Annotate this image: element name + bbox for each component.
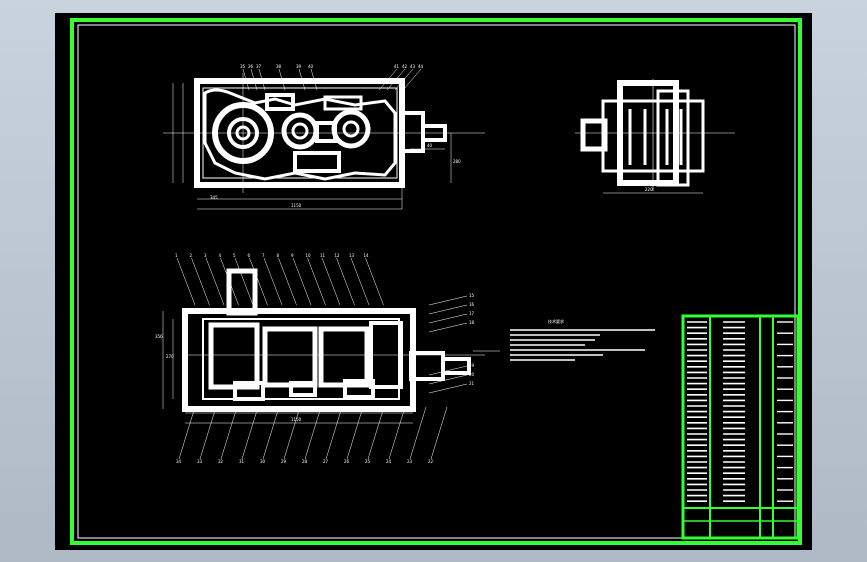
front-view-dim-3: 237 [213,407,221,412]
front-view-callout: 23 [407,459,413,464]
front-view-callout: 26 [344,459,350,464]
front-view-callout: 6 [248,253,251,258]
front-view-dim-2: 270 [166,354,174,359]
front-view-callout: 28 [302,459,308,464]
top-view-callout: 35 [240,64,246,69]
front-view-callout: 31 [239,459,245,464]
front-view-callout: 2 [190,253,193,258]
front-view-callout: 32 [218,459,224,464]
top-view-callout: 38 [276,64,282,69]
front-view-callout: 34 [176,459,182,464]
front-view [162,268,500,424]
side-view-dim: 220 [645,187,653,192]
tech-requirements: 技术要求 [510,318,655,361]
top-view-callout: 39 [296,64,302,69]
top-view-callout: 41 [394,64,400,69]
top-view-dim-1: 1150 [291,203,302,208]
tech-requirements-title: 技术要求 [548,318,564,324]
outer-frame [70,18,802,545]
front-view-callout: 22 [428,459,434,464]
front-view-callout: 12 [335,253,341,258]
top-view-callout: 36 [248,64,254,69]
top-view-callout: 43 [410,64,416,69]
top-view-dim-2: 345 [210,195,218,200]
front-view-callout: 18 [469,320,475,325]
front-view-callout: 3 [204,253,207,258]
top-view-callout: 44 [418,64,424,69]
front-view-callout: 7 [262,253,265,258]
top-view-dim-4: 40 [427,143,433,148]
front-view-callout: 20 [469,372,475,377]
front-view-callout: 11 [320,253,326,258]
front-view-callout: 16 [469,302,475,307]
side-view [575,79,735,194]
top-view-callout: 40 [308,64,314,69]
front-view-callout: 21 [469,381,475,386]
top-view-dim-3: 280 [453,159,461,164]
front-view-callout: 14 [364,253,370,258]
front-view-callout: 30 [260,459,266,464]
front-view-callout: 9 [291,253,294,258]
front-view-callout: 8 [277,253,280,258]
front-view-callout: 10 [306,253,312,258]
top-view-callout: 37 [256,64,262,69]
front-view-dim-1: 356 [155,334,163,339]
front-view-callout: 15 [469,293,475,298]
front-view-callout: 5 [233,253,236,258]
front-view-callout: 33 [197,459,203,464]
front-view-dim-4: 245 [317,407,325,412]
title-block [681,314,800,540]
front-view-callout: 17 [469,311,475,316]
front-view-callout: 1 [175,253,178,258]
front-view-callout: 19 [469,363,475,368]
front-view-callout: 13 [349,253,355,258]
top-view [163,73,485,210]
front-view-callout: 29 [281,459,287,464]
front-view-callout: 4 [219,253,222,258]
front-view-callout: 24 [386,459,392,464]
front-view-callout: 27 [323,459,329,464]
top-view-callout: 42 [402,64,408,69]
inner-border [77,24,796,539]
front-view-callout: 25 [365,459,371,464]
front-view-dim-5: 1150 [291,417,302,422]
